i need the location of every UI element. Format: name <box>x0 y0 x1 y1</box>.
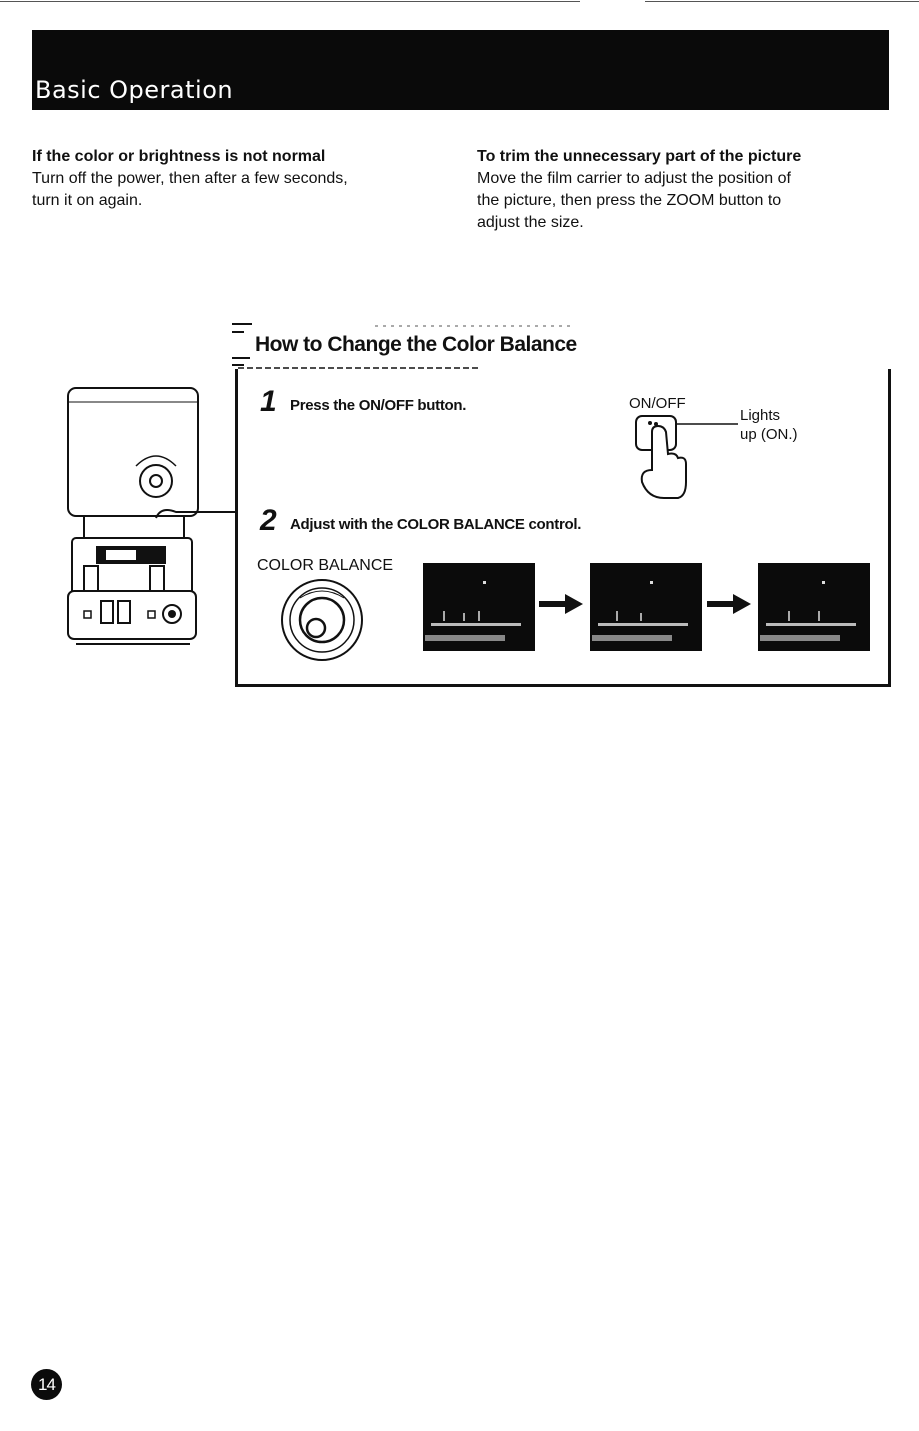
screen-preview-adjusting <box>590 563 702 651</box>
tip-line: the picture, then press the ZOOM button … <box>477 192 782 209</box>
tip-line: Move the film carrier to adjust the posi… <box>477 170 791 187</box>
color-balance-knob-icon <box>281 579 363 661</box>
device-illustration <box>67 387 238 645</box>
hand-press-icon <box>635 415 738 499</box>
arrow-right-icon <box>707 594 751 614</box>
top-rule-left <box>0 1 580 2</box>
screen-preview-after <box>758 563 870 651</box>
screen-image <box>425 581 521 641</box>
screen-image <box>592 581 688 641</box>
color-balance-label: COLOR BALANCE <box>257 557 394 574</box>
header-bar <box>32 30 889 110</box>
tip-heading: If the color or brightness is not normal <box>32 148 326 165</box>
arrow-right-icon <box>539 594 583 614</box>
step-instruction: Adjust with the COLOR BALANCE control. <box>290 516 582 533</box>
tip-line: Turn off the power, then after a few sec… <box>32 170 348 187</box>
tip-color-brightness: If the color or brightness is not normal… <box>32 146 432 212</box>
on-off-label: ON/OFF <box>629 395 686 412</box>
section-heading-rules <box>232 323 570 369</box>
lights-label: up (ON.) <box>740 426 798 443</box>
tip-line: turn it on again. <box>32 192 143 209</box>
section-title: How to Change the Color Balance <box>255 333 577 356</box>
lights-label: Lights <box>740 407 781 424</box>
step-instruction: Press the ON/OFF button. <box>290 397 467 414</box>
page-number: 14 <box>31 1369 62 1400</box>
tip-line: adjust the size. <box>477 214 584 231</box>
tip-trim-picture: To trim the unnecessary part of the pict… <box>477 146 877 234</box>
tip-heading: To trim the unnecessary part of the pict… <box>477 148 802 165</box>
step-number: 1 <box>260 385 277 418</box>
instruction-panel <box>235 369 891 687</box>
screen-image <box>760 581 856 641</box>
page-title: Basic Operation <box>35 76 234 104</box>
top-rule-right <box>645 1 919 2</box>
screen-preview-before <box>423 563 535 651</box>
step-number: 2 <box>260 504 277 537</box>
